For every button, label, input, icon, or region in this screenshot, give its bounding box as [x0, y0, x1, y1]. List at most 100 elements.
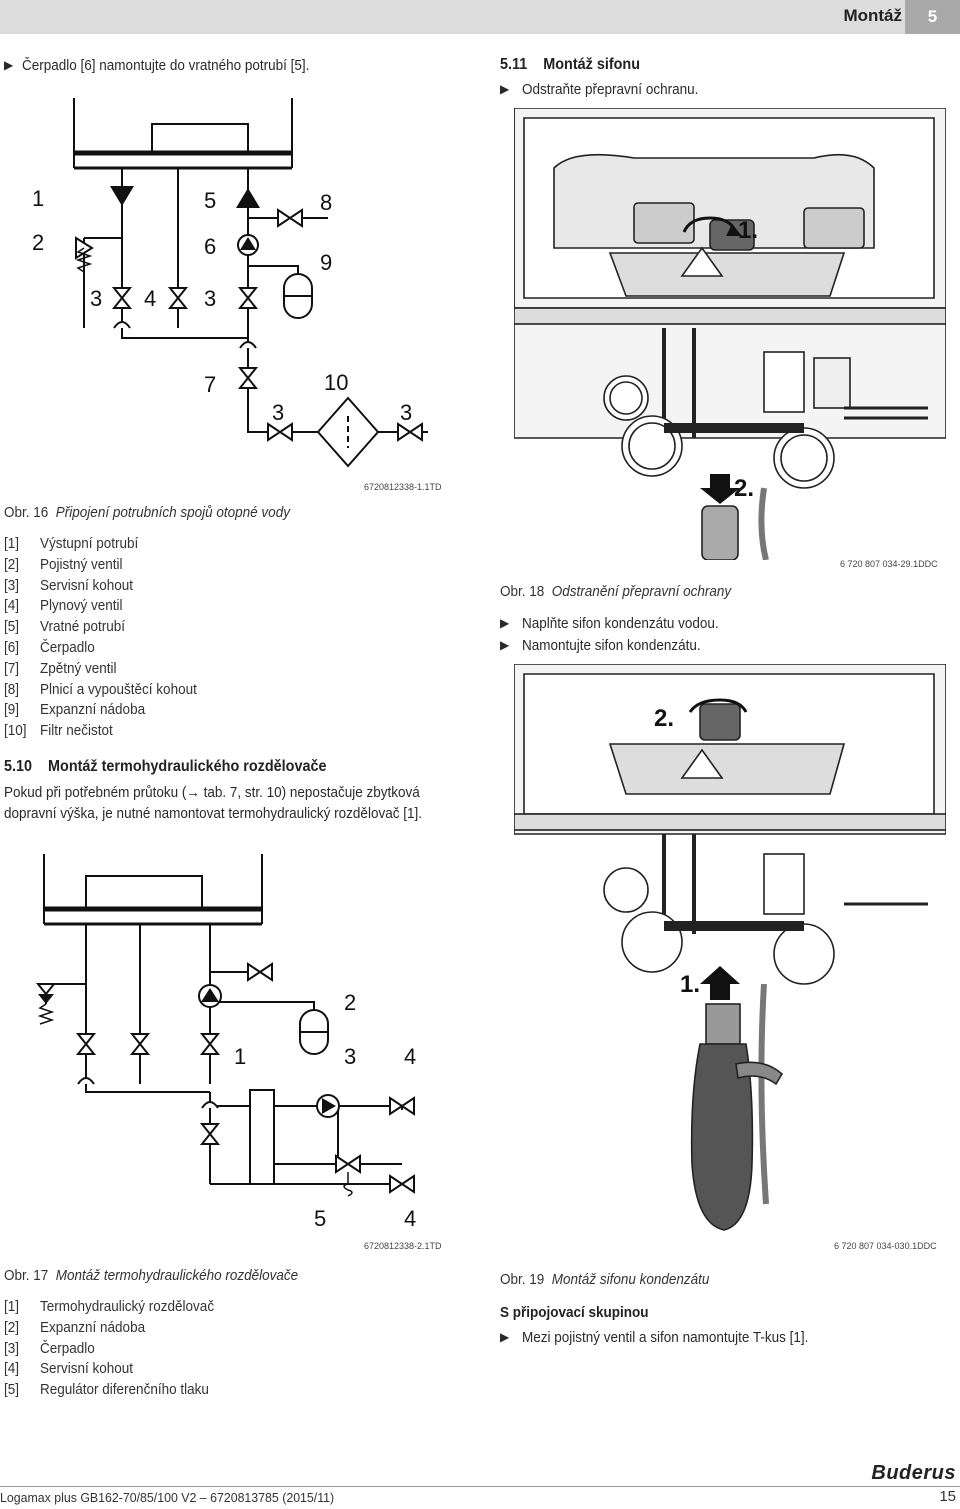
section-511-number: 5.11: [500, 56, 528, 73]
step-mount-tpiece: Mezi pojistný ventil a sifon namontujte …: [522, 1329, 809, 1346]
fig16-label: 4: [144, 286, 156, 311]
legend-value: Expanzní nádoba: [40, 1318, 146, 1336]
fig17-label: 4: [404, 1044, 416, 1069]
legend-value: Expanzní nádoba: [40, 701, 146, 719]
fig17-caption: Obr. 17 Montáž termohydraulického rozděl…: [4, 1267, 298, 1284]
fig19-id: 6 720 807 034-030.1DDC: [834, 1241, 937, 1251]
legend-value: Zpětný ventil: [40, 659, 117, 677]
fig19-caption: Obr. 19 Montáž sifonu kondenzátu: [500, 1271, 709, 1288]
legend-key: [4]: [4, 597, 20, 615]
legend-value: Plnicí a vypouštěcí kohout: [40, 680, 197, 698]
fig16-caption: Obr. 16 Připojení potrubních spojů otopn…: [4, 504, 290, 521]
legend-key: [5]: [4, 1381, 20, 1399]
fig16-caption-label: Obr. 16: [4, 504, 49, 521]
section-510-para2: dopravní výška, je nutné namontovat term…: [4, 805, 422, 822]
legend-key: [6]: [4, 638, 20, 656]
fig17-label: 5: [314, 1206, 326, 1231]
bullet-arrow-icon: ▶: [500, 1330, 510, 1344]
fig16-label: 2: [32, 230, 44, 255]
fig16-schematic: 1 2 5 6 8 9 3 4 3 7 10 3 3: [32, 98, 428, 468]
fig17-id: 6720812338-2.1TD: [364, 1241, 442, 1251]
legend-key: [1]: [4, 535, 20, 552]
fig16-legend: [1] Výstupní potrubí [2] Pojistný ventil […: [4, 534, 197, 742]
legend-value: Servisní kohout: [40, 576, 134, 594]
legend-key: [9]: [4, 701, 20, 719]
arrow-up-icon: [700, 966, 740, 1000]
para-text: Pokud při potřebném průtoku (: [4, 784, 187, 801]
section-511-title: Montáž sifonu: [543, 56, 641, 73]
fig16-id: 6720812338-1.1TD: [364, 482, 442, 492]
fig16-label: 3: [400, 400, 412, 425]
page-number: 15: [939, 1488, 956, 1505]
footer-divider: [0, 1486, 960, 1487]
legend-key: [2]: [4, 1318, 20, 1336]
fig18-step-mark: 1.: [738, 217, 758, 244]
fig19-caption-label: Obr. 19: [500, 1271, 545, 1288]
header-chapter-number: 5: [905, 0, 960, 34]
fig17-caption-label: Obr. 17: [4, 1267, 49, 1284]
fig17-legend: [1] Termohydraulický rozdělovač [2] Expanz…: [4, 1297, 214, 1401]
legend-key: [7]: [4, 659, 20, 677]
fig16-label: 7: [204, 372, 216, 397]
fig16-label: 10: [324, 370, 348, 395]
step-mount-siphon: Namontujte sifon kondenzátu.: [522, 637, 701, 654]
fig16-label: 6: [204, 234, 216, 259]
bullet-arrow-icon: ▶: [4, 58, 14, 72]
fig17-label: 1: [234, 1044, 246, 1069]
section-510-title: Montáž termohydraulického rozdělovače: [48, 758, 327, 775]
subheading-connection-group: S připojovací skupinou: [500, 1304, 649, 1321]
fig18-caption-title: Odstranění přepravní ochrany: [551, 583, 732, 600]
step-remove-protection: Odstraňte přepravní ochranu.: [522, 81, 699, 98]
legend-value: Servisní kohout: [40, 1360, 134, 1378]
legend-key: [2]: [4, 555, 20, 573]
header-bar: [0, 0, 960, 34]
bullet-arrow-icon: ▶: [500, 638, 510, 652]
section-510-para: Pokud při potřebném průtoku (→ tab. 7, s…: [4, 782, 420, 803]
fig19-illustration: 2. 1.: [514, 664, 946, 1231]
fig18-caption: Obr. 18 Odstranění přepravní ochrany: [500, 583, 731, 600]
fig16-label: 3: [90, 286, 102, 311]
legend-key: [8]: [4, 680, 20, 698]
section-510-number: 5.10: [4, 758, 33, 775]
legend-value: Filtr nečistot: [40, 722, 113, 740]
legend-value: Čerpadlo: [40, 638, 95, 656]
fig18-illustration: 1. 2.: [514, 108, 946, 560]
fig16-label: 5: [204, 188, 216, 213]
fig16-label: 9: [320, 250, 332, 275]
legend-value: Výstupní potrubí: [40, 535, 139, 552]
fig17-label: 3: [344, 1044, 356, 1069]
legend-key: [3]: [4, 576, 20, 594]
step-pump: Čerpadlo [6] namontujte do vratného potr…: [22, 57, 310, 74]
legend-value: Termohydraulický rozdělovač: [40, 1298, 215, 1315]
fig16-pump-triangle-icon: [110, 186, 134, 206]
section-510-heading: 5.10 Montáž termohydraulického rozdělova…: [4, 758, 326, 776]
para-text: tab. 7, str. 10) nepostačuje zbytková: [199, 784, 420, 801]
fig18-step-mark: 2.: [734, 475, 754, 502]
legend-value: Plynový ventil: [40, 597, 123, 615]
legend-value: Pojistný ventil: [40, 555, 123, 573]
legend-key: [1]: [4, 1298, 20, 1315]
fig18-id: 6 720 807 034-29.1DDC: [840, 559, 938, 569]
brand-logo: Buderus: [871, 1462, 956, 1484]
step-fill-siphon: Naplňte sifon kondenzátu vodou.: [522, 615, 719, 632]
header-section-title: Montáž: [843, 6, 902, 25]
fig18-caption-label: Obr. 18: [500, 583, 545, 600]
fig16-label: 3: [272, 400, 284, 425]
arrow-right-icon: →: [186, 784, 200, 801]
bullet-arrow-icon: ▶: [500, 616, 510, 630]
fig19-caption-title: Montáž sifonu kondenzátu: [551, 1271, 710, 1288]
section-511-heading: 5.11 Montáž sifonu: [500, 56, 640, 74]
fig17-label: 2: [344, 990, 356, 1015]
fig16-label: 8: [320, 190, 332, 215]
fig16-label: 3: [204, 286, 216, 311]
legend-value: Čerpadlo: [40, 1339, 95, 1357]
fig16-caption-title: Připojení potrubních spojů otopné vody: [55, 504, 290, 521]
fig19-step-mark: 1.: [680, 971, 700, 998]
fig17-schematic: 2 1 3 4 5 4: [35, 854, 416, 1231]
footer-document-id: Logamax plus GB162-70/85/100 V2 – 672081…: [0, 1490, 335, 1505]
arrow-down-icon: [700, 474, 740, 504]
legend-key: [5]: [4, 618, 20, 636]
fig17-caption-title: Montáž termohydraulického rozdělovače: [55, 1267, 299, 1284]
fig19-step-mark: 2.: [654, 705, 674, 732]
legend-key: [4]: [4, 1360, 20, 1378]
